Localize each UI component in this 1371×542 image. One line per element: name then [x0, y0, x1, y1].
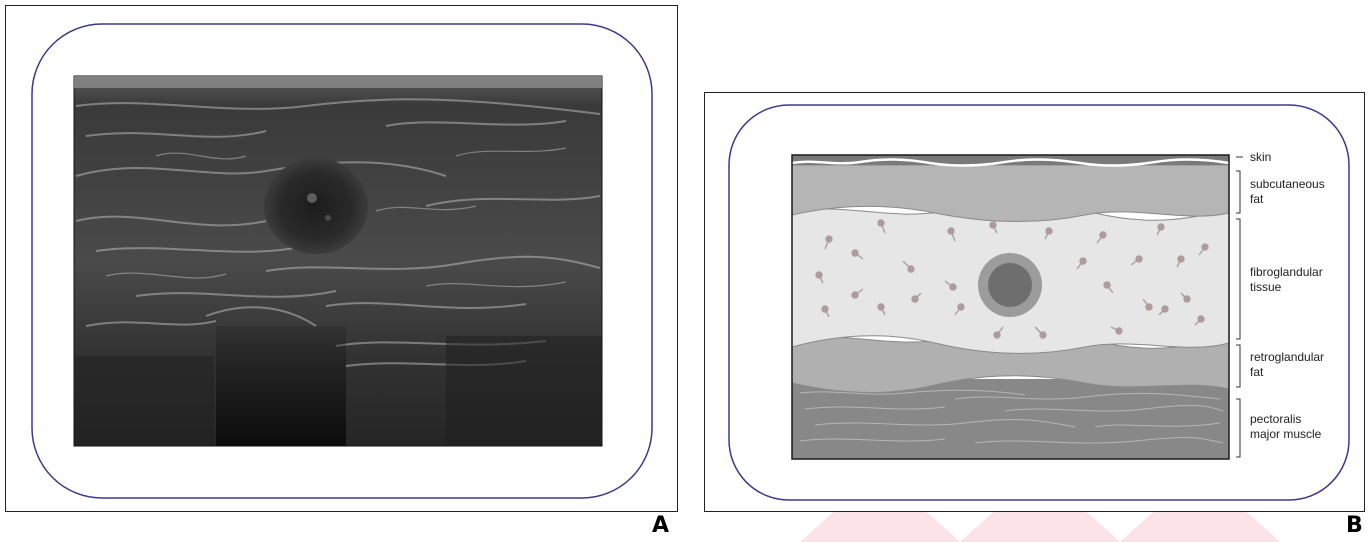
label-fibroglandular-1: fibroglandular — [1250, 265, 1323, 279]
ultrasound-image — [74, 76, 602, 446]
label-pectoralis-2: major muscle — [1250, 427, 1322, 441]
panel-b-letter: B — [1346, 513, 1363, 538]
label-retroglandular-1: retroglandular — [1250, 350, 1324, 364]
label-retroglandular-2: fat — [1250, 365, 1264, 379]
ultrasound-figure — [6, 6, 677, 511]
tissue-schematic — [792, 155, 1229, 459]
lesion — [264, 158, 368, 254]
label-fibroglandular-2: tissue — [1250, 280, 1282, 294]
panel-a — [5, 5, 678, 512]
panel-a-letter: A — [652, 513, 669, 538]
label-subcutaneous-fat-2: fat — [1250, 192, 1264, 206]
label-skin: skin — [1250, 150, 1271, 164]
lesion-core — [988, 263, 1032, 307]
label-pectoralis-1: pectoralis — [1250, 412, 1301, 426]
panel-b: skin subcutaneous fat fibroglandular tis… — [704, 92, 1365, 512]
label-subcutaneous-fat-1: subcutaneous — [1250, 177, 1325, 191]
layer-diagram: skin subcutaneous fat fibroglandular tis… — [705, 93, 1364, 511]
